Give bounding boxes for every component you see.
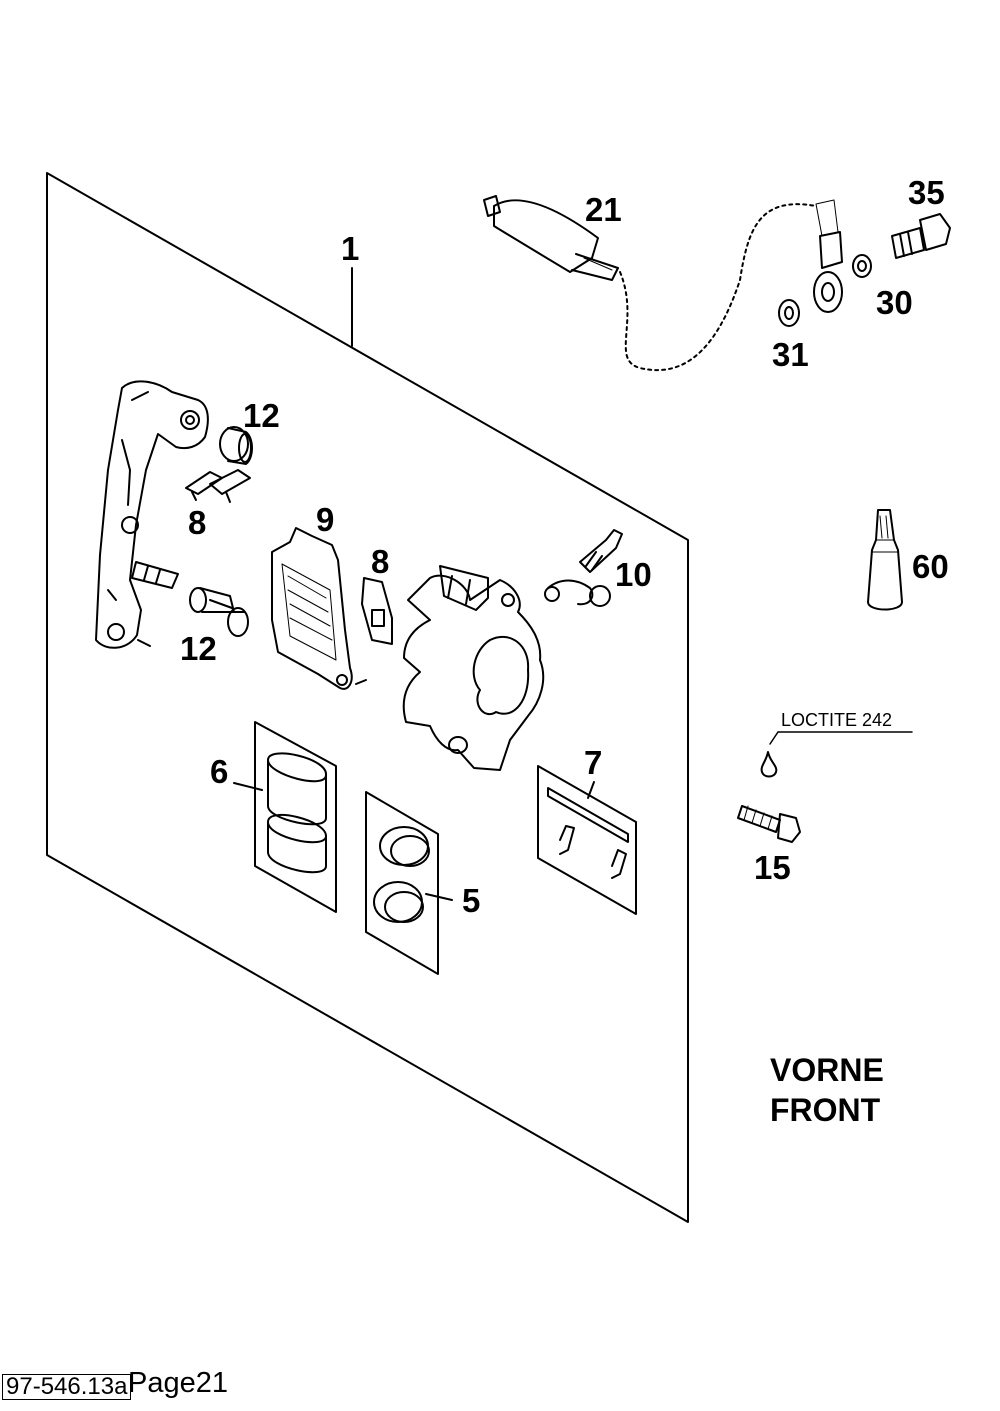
pin-kit-card-7 bbox=[537, 765, 637, 915]
loctite-bottle-60 bbox=[867, 509, 903, 611]
boot-12-top bbox=[219, 426, 253, 465]
callout-31: 31 bbox=[772, 336, 809, 373]
callout-12-bottom: 12 bbox=[180, 630, 217, 667]
direction-label: VORNE FRONT bbox=[770, 1050, 884, 1130]
bolt-15 bbox=[737, 805, 801, 843]
washer-30-hole bbox=[857, 260, 867, 272]
washer-31-hole bbox=[784, 306, 794, 320]
loctite-drop bbox=[760, 751, 778, 778]
brake-line-21 bbox=[483, 195, 817, 371]
seals-card-5 bbox=[365, 791, 453, 975]
bleeder-10 bbox=[544, 529, 623, 607]
banjo-fitting bbox=[813, 199, 843, 313]
clip-8-left bbox=[185, 469, 251, 503]
callout-30: 30 bbox=[876, 284, 913, 321]
callout-12-top: 12 bbox=[243, 397, 280, 434]
callout-8-left: 8 bbox=[188, 504, 207, 541]
direction-line-front: FRONT bbox=[770, 1092, 881, 1128]
guide-bolt-12 bbox=[189, 587, 249, 637]
drawing-code: 97-546.13a bbox=[2, 1374, 132, 1400]
washer-30 bbox=[852, 254, 872, 278]
loctite-label: LOCTITE 242 bbox=[781, 710, 893, 730]
brake-pad-9 bbox=[271, 527, 367, 690]
caliper-bracket bbox=[95, 380, 209, 649]
page-number: Page21 bbox=[128, 1367, 228, 1399]
caliper-body bbox=[402, 565, 545, 771]
callout-1: 1 bbox=[341, 230, 360, 267]
callout-35: 35 bbox=[908, 174, 945, 211]
callout-6: 6 bbox=[210, 753, 229, 790]
callout-10: 10 bbox=[615, 556, 652, 593]
callout-21: 21 bbox=[585, 191, 622, 228]
callout-15: 15 bbox=[754, 849, 791, 886]
washer-31 bbox=[778, 299, 800, 327]
direction-line-vorne: VORNE bbox=[770, 1052, 884, 1088]
pad-spring-8 bbox=[361, 577, 393, 645]
callout-7: 7 bbox=[584, 744, 603, 781]
callout-60: 60 bbox=[912, 548, 949, 585]
pistons-card-6 bbox=[233, 721, 337, 913]
callout-9: 9 bbox=[316, 501, 335, 538]
banjo-bolt-35 bbox=[891, 213, 951, 259]
loctite-leader bbox=[769, 731, 779, 745]
kit-board-outline bbox=[46, 172, 689, 1223]
callout-8-center: 8 bbox=[371, 543, 390, 580]
callout-5: 5 bbox=[462, 882, 481, 919]
